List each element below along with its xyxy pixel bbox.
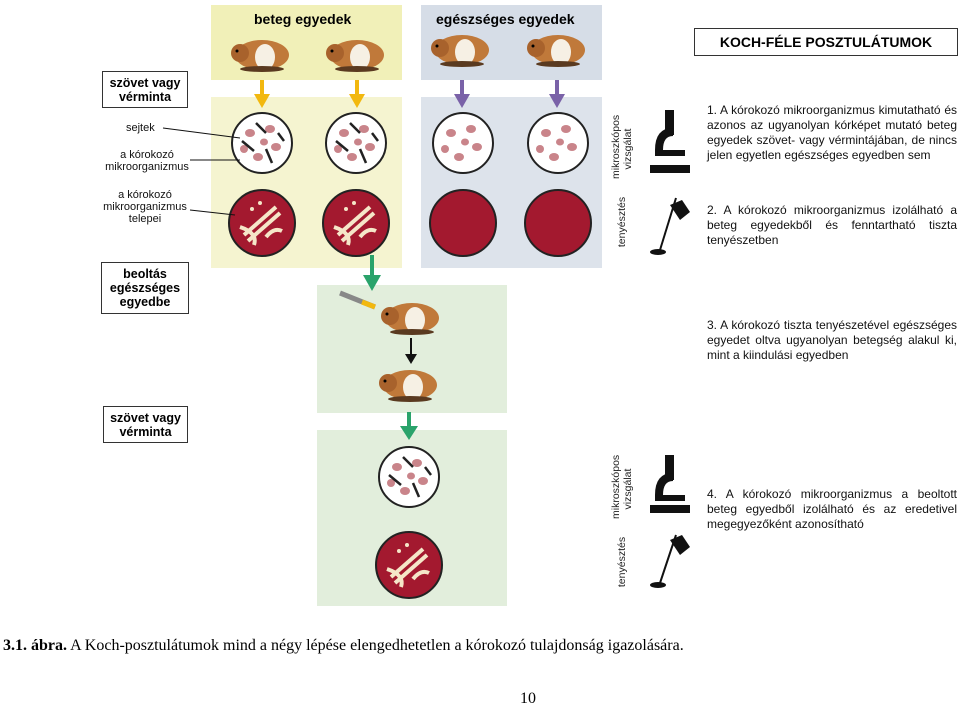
pointer-lines bbox=[162, 127, 241, 216]
page-number: 10 bbox=[520, 690, 536, 707]
caption-text: A Koch-posztulátumok mind a négy lépése … bbox=[70, 637, 684, 654]
sick-guinea-pig-2 bbox=[326, 40, 384, 72]
healthy-guinea-pig-1 bbox=[431, 35, 489, 67]
diagram-graphics bbox=[162, 35, 690, 599]
colonies-label: a kórokozó mikroorganizmus telepei bbox=[103, 189, 187, 225]
step-1: 1. A kórokozó mikroorganizmus kimutathat… bbox=[707, 103, 957, 162]
healthy-group-header: egészséges egyedek bbox=[436, 11, 575, 27]
sample-label-2: szövet vagy vérminta bbox=[103, 406, 188, 443]
step-4: 4. A kórokozó mikroorganizmus a beoltott… bbox=[707, 487, 957, 531]
cells-label: sejtek bbox=[126, 122, 155, 134]
culture-label-2: tenyésztés bbox=[616, 536, 628, 588]
arrows bbox=[254, 80, 565, 440]
microscope-icon bbox=[650, 110, 690, 513]
caption-label: 3.1. ábra. bbox=[3, 637, 67, 654]
microscopy-label-1: mikroszkópos vizsgálat bbox=[610, 114, 634, 179]
sick-group-header: beteg egyedek bbox=[254, 11, 352, 27]
sick-guinea-pig-1 bbox=[231, 40, 289, 72]
step-3: 3. A kórokozó tiszta tenyészetével egész… bbox=[707, 318, 957, 362]
pathogen-label: a kórokozó mikroorganizmus bbox=[105, 149, 189, 173]
sample-label-1: szövet vagy vérminta bbox=[102, 71, 188, 108]
inoculating-loop-icon bbox=[650, 197, 690, 588]
figure-caption: 3.1. ábra. A Koch-posztulátumok mind a n… bbox=[3, 637, 684, 655]
culture-label-1: tenyésztés bbox=[616, 196, 628, 248]
healthy-guinea-pig-2 bbox=[527, 35, 585, 67]
inoculation-label: beoltás egészséges egyedbe bbox=[101, 262, 189, 314]
koch-title: KOCH-FÉLE POSZTULÁTUMOK bbox=[694, 28, 958, 56]
step-2: 2. A kórokozó mikroorganizmus izolálható… bbox=[707, 203, 957, 247]
syringe bbox=[339, 290, 376, 310]
microscopy-label-2: mikroszkópos vizsgálat bbox=[610, 454, 634, 519]
